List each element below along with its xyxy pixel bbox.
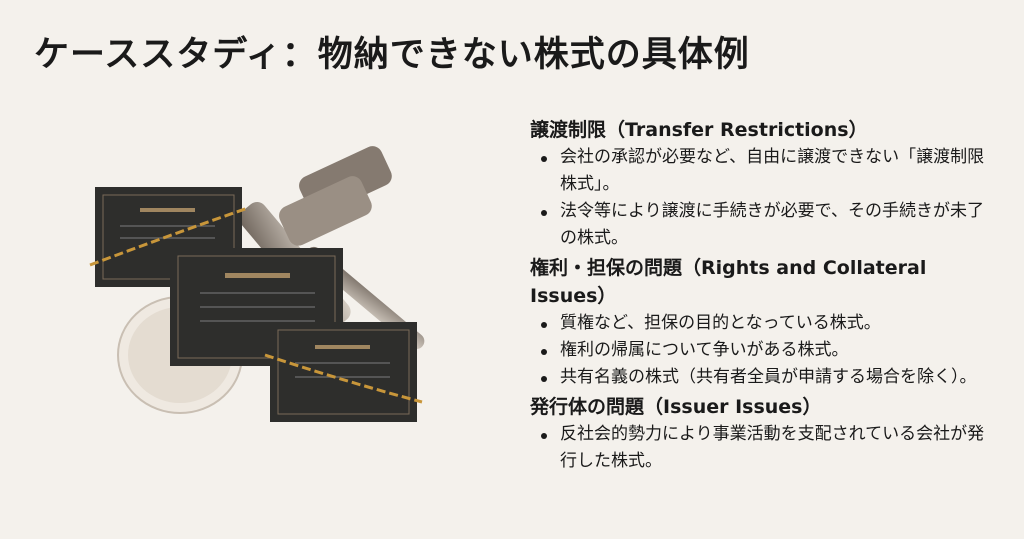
list-item: 会社の承認が必要など、自由に譲渡できない「譲渡制限株式」。 xyxy=(541,144,1000,198)
section-heading: 譲渡制限（Transfer Restrictions） xyxy=(530,119,868,141)
content-list: 譲渡制限（Transfer Restrictions） 会社の承認が必要など、自… xyxy=(530,116,1000,477)
section-heading: 権利・担保の問題（Rights and Collateral Issues） xyxy=(530,257,927,307)
page-title: ケーススタディ：物納できない株式の具体例 xyxy=(34,35,750,75)
certificates-gavel-illustration xyxy=(89,146,425,422)
list-item: 権利の帰属について争いがある株式。 xyxy=(541,337,1000,364)
list-item: 反社会的勢力により事業活動を支配されている会社が発行した株式。 xyxy=(541,421,1000,475)
section-transfer-restrictions: 譲渡制限（Transfer Restrictions） 会社の承認が必要など、自… xyxy=(530,116,1000,252)
section-rights-collateral: 権利・担保の問題（Rights and Collateral Issues） 質… xyxy=(530,254,1000,391)
list-item: 質権など、担保の目的となっている株式。 xyxy=(541,310,1000,337)
chain-icon xyxy=(89,206,423,404)
section-heading: 発行体の問題（Issuer Issues） xyxy=(530,396,822,418)
certificate-icon xyxy=(270,322,417,422)
list-item: 法令等により譲渡に手続きが必要で、その手続きが未了の株式。 xyxy=(541,198,1000,252)
section-issuer-issues: 発行体の問題（Issuer Issues） 反社会的勢力により事業活動を支配され… xyxy=(530,393,1000,475)
list-item: 共有名義の株式（共有者全員が申請する場合を除く）。 xyxy=(541,364,1000,391)
